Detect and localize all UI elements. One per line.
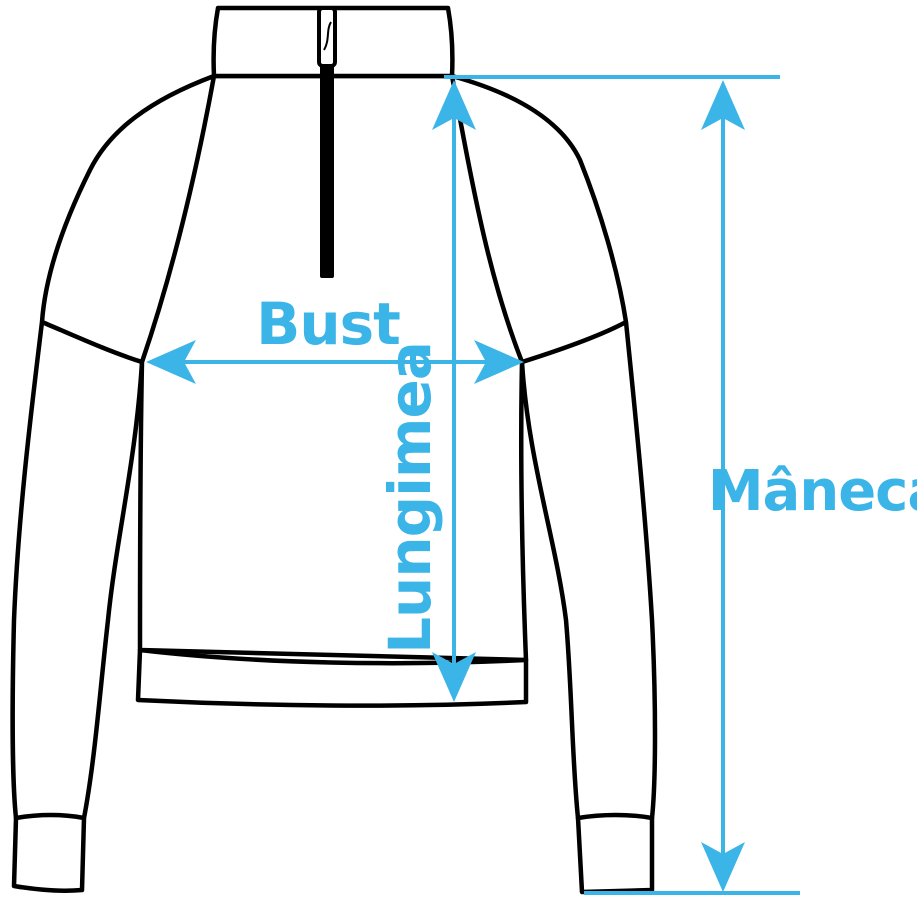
right-cuff [575,812,655,895]
sleeve-label: Mânecă [708,459,917,524]
length-arrow-top-icon [432,80,476,130]
bust-label: Bust [256,290,400,358]
left-sleeve [10,73,217,821]
waistband [135,647,529,708]
bust-arrow-right-icon [474,340,524,384]
zipper-logo-icon [323,21,332,51]
zipper-track [320,60,334,278]
sleeve-arrow-bottom-icon [701,842,745,892]
sweatshirt-outline [10,5,658,895]
length-label: Lungimea [376,342,444,654]
right-sleeve [449,73,658,821]
bust-arrow-left-icon [146,340,196,384]
length-measure: Lungimea [376,80,476,702]
bust-measure: Bust [146,290,524,384]
left-cuff [11,812,87,894]
length-arrow-bottom-icon [432,652,476,702]
sleeve-measure: Mânecă [444,75,917,895]
sleeve-arrow-top-icon [701,80,745,130]
